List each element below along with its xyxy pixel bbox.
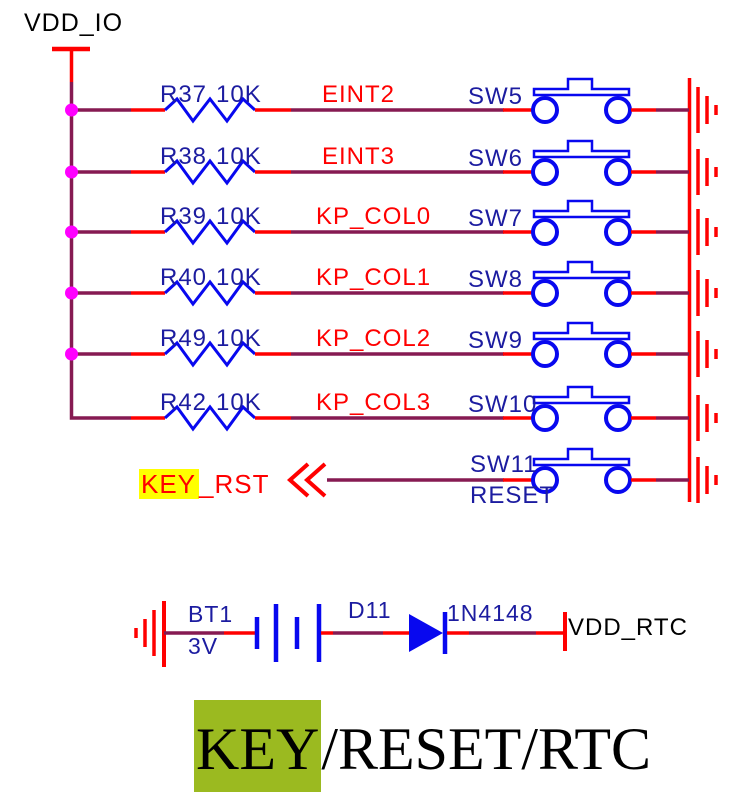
net-label-kp-col2: KP_COL2 bbox=[316, 325, 432, 352]
vdd-io-bus-wire bbox=[69, 82, 131, 420]
vdd-rtc-label: VDD_RTC bbox=[568, 614, 688, 641]
battery-ref-label: BT1 bbox=[188, 601, 234, 627]
switch-label-sw7: SW7 bbox=[468, 205, 524, 232]
net-label-eint3: EINT3 bbox=[322, 143, 396, 170]
switch-label-sw6: SW6 bbox=[468, 145, 524, 172]
ground-left-symbol bbox=[134, 601, 166, 667]
bus-branch-wires bbox=[71, 108, 131, 356]
switch-sw8-symbol bbox=[501, 260, 718, 318]
row-keyrst-sw11 bbox=[286, 447, 718, 505]
rtc-branch bbox=[134, 601, 567, 667]
switch-label-sw11: SW11 bbox=[470, 451, 538, 478]
switch-sw6-symbol bbox=[501, 139, 718, 197]
switch-label-sw10: SW10 bbox=[468, 391, 538, 418]
diode-ref-label: D11 bbox=[348, 597, 392, 623]
diode-part-label: 1N4148 bbox=[447, 600, 534, 626]
junction-dots bbox=[65, 103, 78, 361]
row-r38-sw6 bbox=[131, 139, 718, 197]
switch-label-sw8: SW8 bbox=[468, 266, 524, 293]
switch-label-sw9: SW9 bbox=[468, 327, 524, 354]
port-chevron-icon bbox=[286, 462, 310, 498]
row-r37-sw5 bbox=[131, 77, 718, 135]
row-r39-sw7 bbox=[131, 199, 718, 257]
switch-sw9-symbol bbox=[501, 321, 718, 379]
vdd-io-label: VDD_IO bbox=[24, 9, 124, 37]
row-r40-sw8 bbox=[131, 260, 718, 318]
net-label-eint2: EINT2 bbox=[322, 81, 396, 108]
port-chevron-icon bbox=[303, 462, 327, 498]
port-label-highlight: KEY bbox=[139, 469, 200, 499]
sheet-title: KEY/RESET/RTC bbox=[194, 700, 651, 792]
port-label-key-rst: KEY_RST bbox=[139, 469, 270, 499]
row-r49-sw9 bbox=[131, 321, 718, 379]
row-r42-sw10 bbox=[131, 385, 718, 443]
battery-bt1-symbol bbox=[254, 604, 322, 662]
net-label-kp-col3: KP_COL3 bbox=[316, 389, 432, 416]
switch-sw7-symbol bbox=[501, 199, 718, 257]
diode-d11-symbol bbox=[409, 612, 448, 654]
vdd-io-power-symbol bbox=[52, 46, 90, 82]
net-label-kp-col0: KP_COL0 bbox=[316, 203, 432, 230]
switch-label-sw5: SW5 bbox=[468, 83, 524, 110]
sheet-title-highlight: KEY bbox=[194, 700, 322, 792]
battery-voltage-label: 3V bbox=[188, 633, 219, 659]
switch-label-reset: RESET bbox=[470, 482, 556, 509]
switch-sw5-symbol bbox=[501, 77, 718, 135]
net-label-kp-col1: KP_COL1 bbox=[316, 264, 432, 291]
